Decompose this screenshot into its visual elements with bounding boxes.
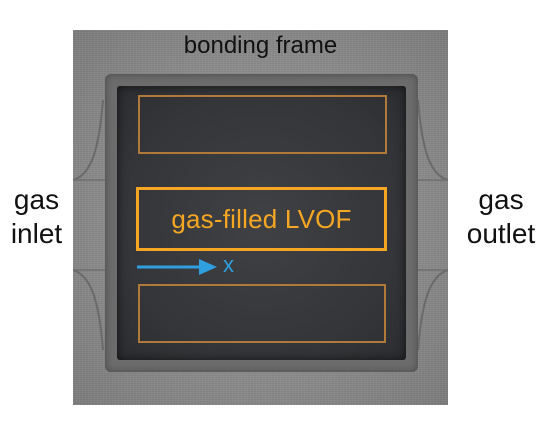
upper-region-outline — [138, 95, 387, 154]
x-axis-arrow-icon — [137, 259, 217, 275]
lvof-label: gas-filled LVOF — [171, 203, 352, 234]
gas-outlet-line2: outlet — [466, 218, 536, 249]
lvof-region-outline — [136, 187, 387, 251]
gas-outlet-line1: gas — [478, 184, 524, 215]
lower-region-outline — [138, 284, 386, 343]
gas-outlet-label: gas outlet — [452, 183, 550, 251]
gas-channel-edges — [73, 99, 448, 351]
bonding-frame-label: bonding frame — [183, 32, 338, 59]
gas-inlet-line2: inlet — [10, 218, 63, 249]
gas-inlet-label: gas inlet — [0, 183, 73, 251]
micrograph-photo: gas-filled LVOF x bonding frame — [73, 30, 448, 405]
x-axis-label: x — [223, 252, 234, 277]
gas-inlet-line1: gas — [13, 184, 60, 215]
cavity-window — [117, 86, 406, 360]
